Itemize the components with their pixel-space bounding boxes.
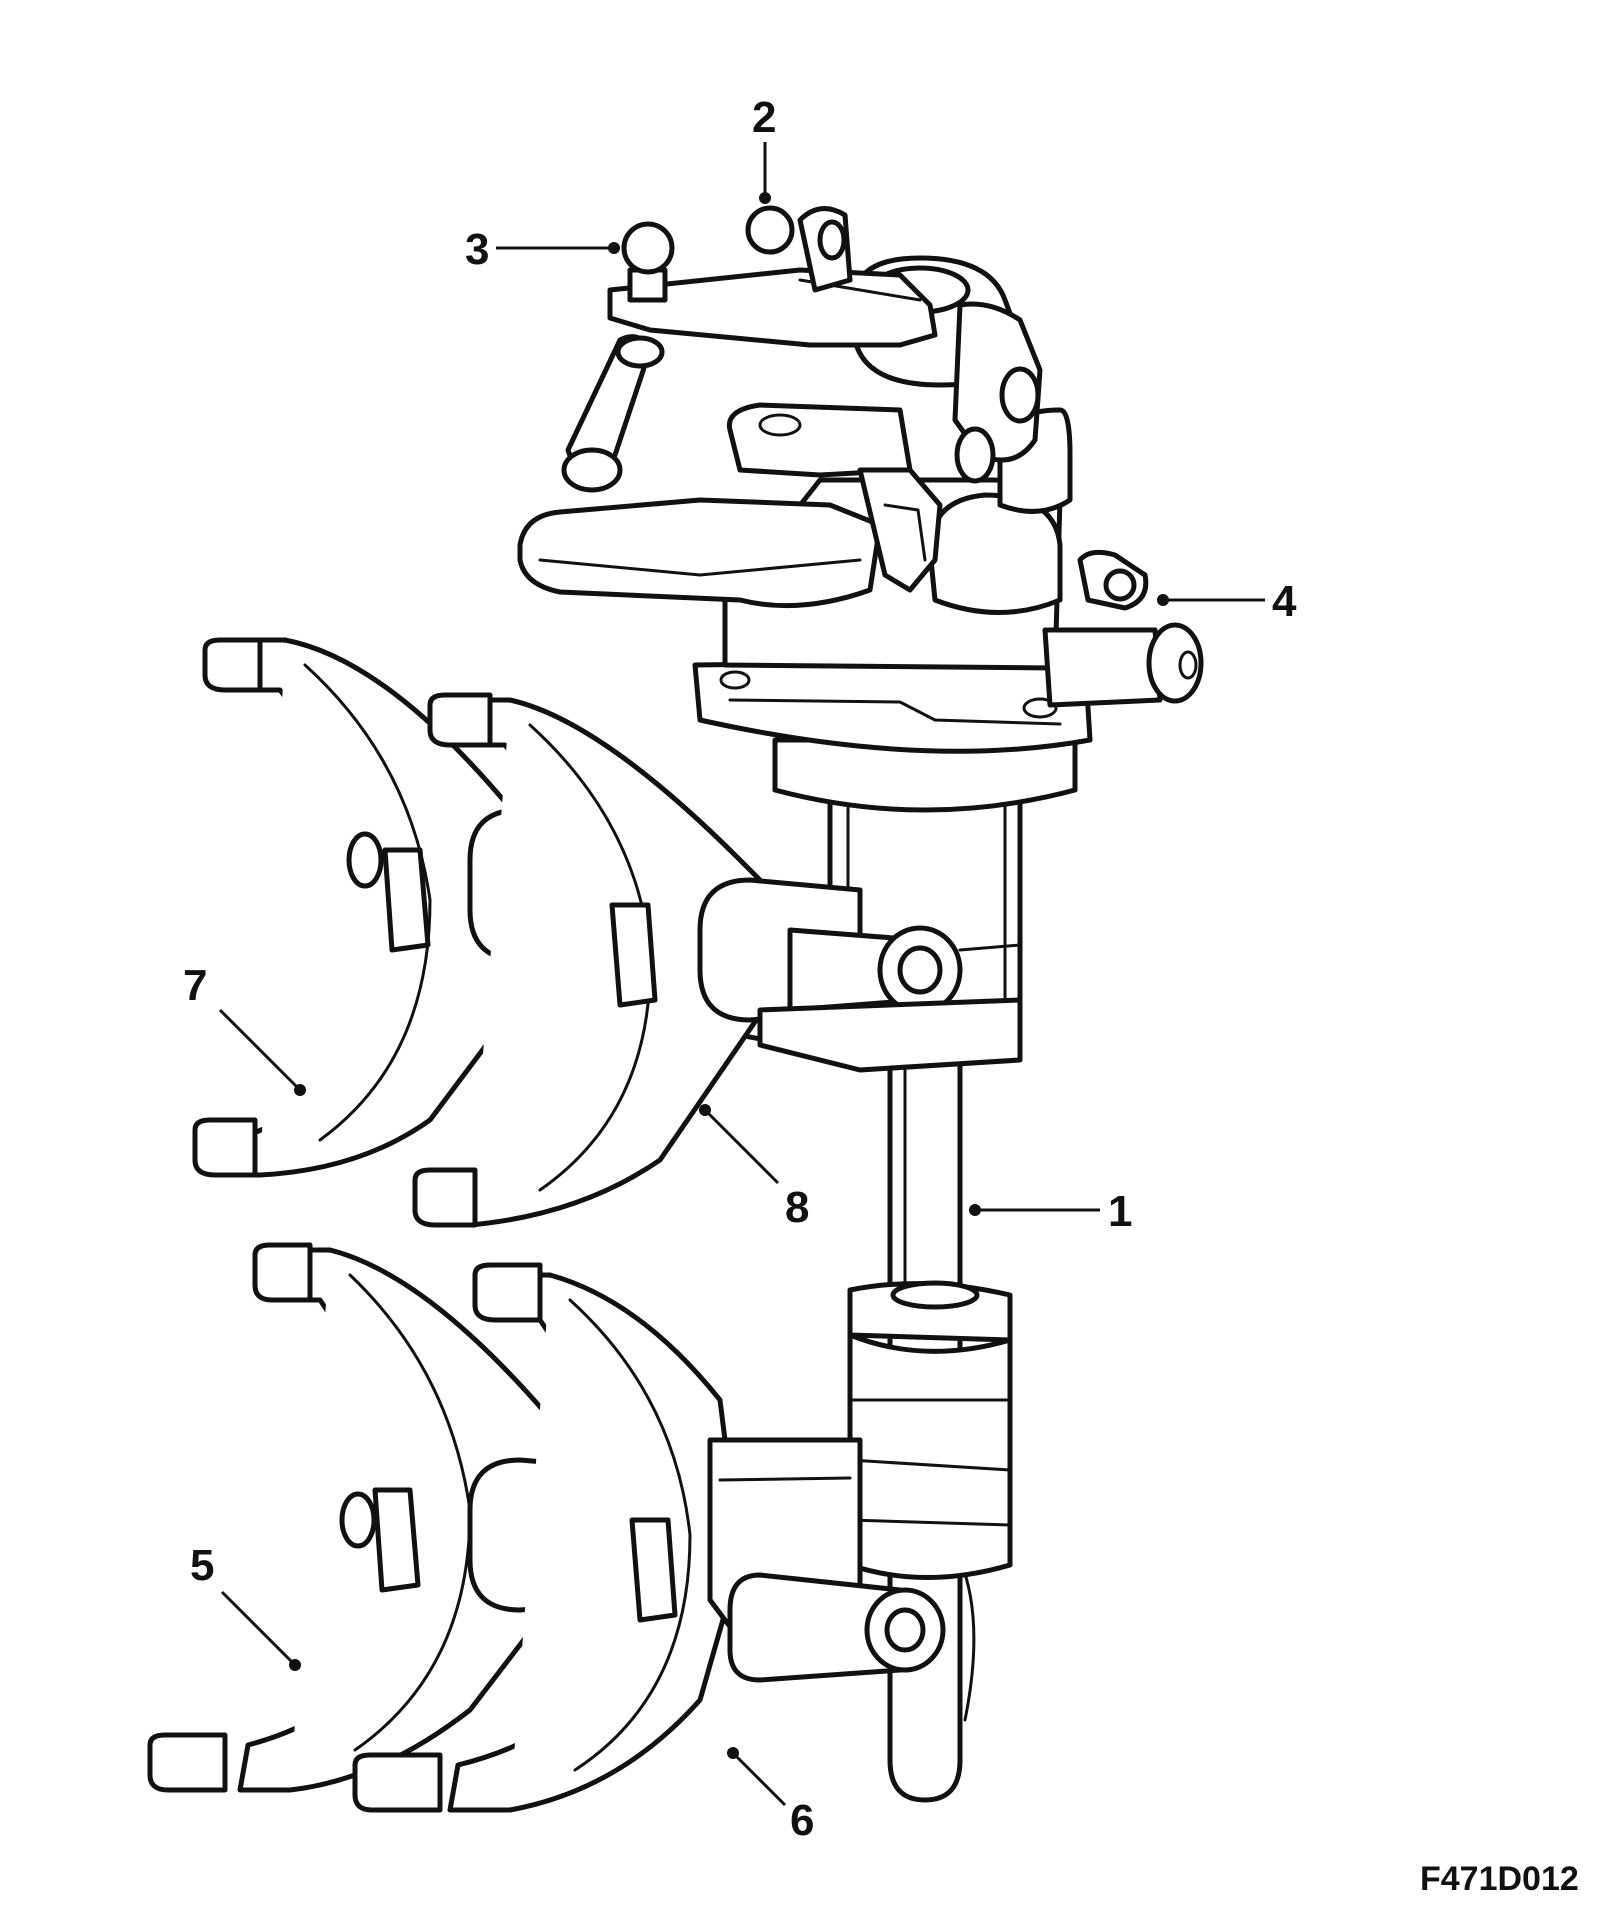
- callout-label-3: 3: [465, 225, 489, 274]
- leader-dot-5: [289, 1659, 301, 1671]
- callout-6: 6: [727, 1747, 814, 1845]
- callout-label-8: 8: [785, 1183, 809, 1232]
- lower-rail-clamp: [847, 1280, 1013, 1580]
- leader-line-7: [218, 1008, 300, 1090]
- callout-2: 2: [752, 93, 776, 204]
- callout-label-4: 4: [1272, 577, 1297, 626]
- leader-dot-1: [969, 1204, 981, 1216]
- figure-code: F471D012: [1420, 1860, 1579, 1898]
- leader-dot-8: [699, 1104, 711, 1116]
- callout-7: 7: [183, 961, 306, 1096]
- callout-3: 3: [465, 225, 620, 274]
- selector-housing: [692, 407, 1204, 1068]
- callout-label-2: 2: [752, 93, 776, 142]
- leader-dot-3: [608, 242, 620, 254]
- shift-fork-6: [352, 1262, 946, 1813]
- callout-label-7: 7: [183, 961, 207, 1010]
- callout-5: 5: [190, 1541, 301, 1671]
- selector-lever-assembly: [517, 205, 1043, 609]
- leader-dot-6: [727, 1747, 739, 1759]
- leader-dot-4: [1157, 594, 1169, 606]
- callout-label-1: 1: [1108, 1187, 1132, 1236]
- callout-8: 8: [699, 1104, 809, 1232]
- shift-fork-8: [412, 692, 1023, 1228]
- leader-dot-2: [759, 192, 771, 204]
- callout-label-6: 6: [790, 1796, 814, 1845]
- callout-1: 1: [969, 1187, 1132, 1236]
- leader-line-8: [705, 1110, 780, 1185]
- callout-4: 4: [1157, 577, 1297, 626]
- leader-dot-7: [294, 1084, 306, 1096]
- callout-label-5: 5: [190, 1541, 214, 1590]
- leader-line-6: [733, 1753, 787, 1807]
- leader-line-5: [220, 1590, 295, 1665]
